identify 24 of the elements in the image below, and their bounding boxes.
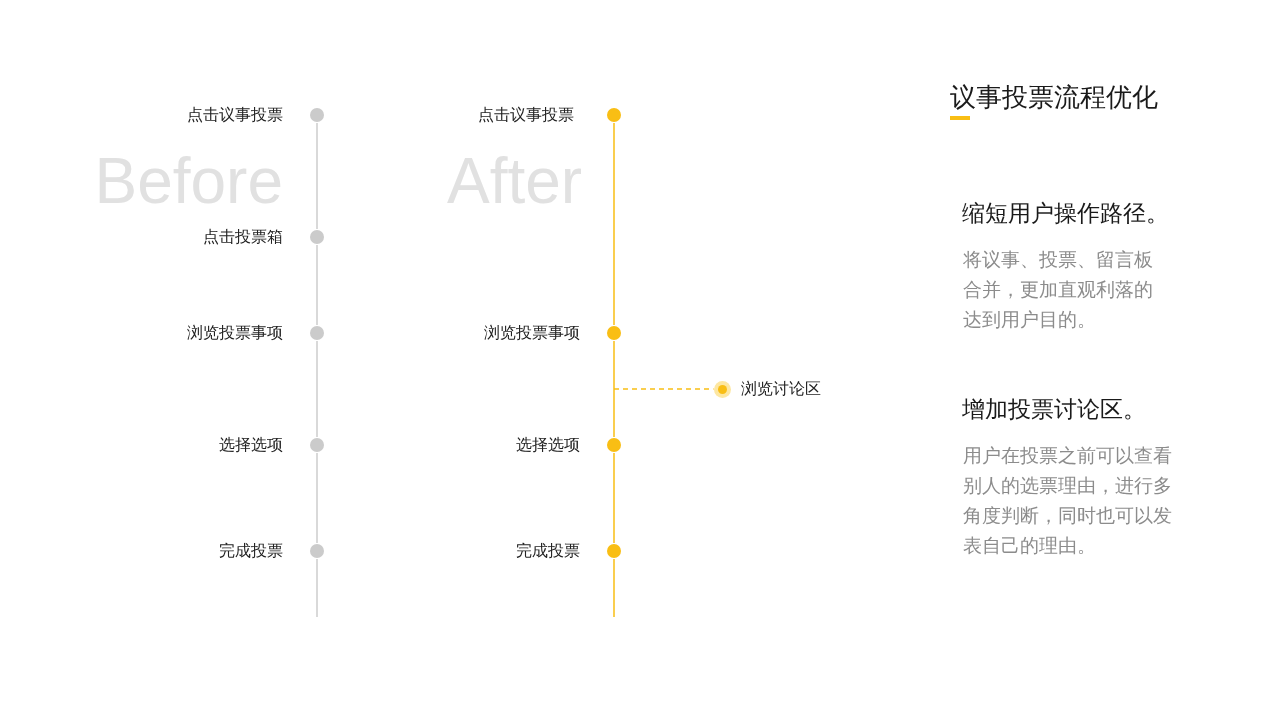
step-label: 浏览讨论区 (740, 381, 821, 397)
timeline-line (316, 558, 318, 618)
point-description: 将议事、投票、留言板合并，更加直观利落的达到用户目的。 (963, 248, 1154, 332)
timeline-line (613, 122, 615, 326)
point-description: 用户在投票之前可以查看别人的选票理由，进行多角度判断，同时也可以发表自己的理由。 (963, 444, 1173, 558)
point-heading: 增加投票讨论区。 (962, 395, 1146, 424)
step-label: 选择选项 (219, 437, 283, 453)
step-label: 完成投票 (219, 543, 283, 559)
step-label: 点击投票箱 (203, 229, 283, 245)
timeline-line (316, 122, 318, 230)
timeline-line (316, 452, 318, 544)
step-label: 浏览投票事项 (484, 325, 580, 341)
timeline-line (316, 244, 318, 326)
timeline-line (613, 452, 615, 544)
point-heading: 缩短用户操作路径。 (962, 199, 1169, 228)
title: 议事投票流程优化 (950, 81, 1158, 113)
step-label: 完成投票 (516, 543, 580, 559)
timeline-line (613, 340, 615, 438)
step-label: 点击议事投票 (187, 107, 283, 123)
step-label: 浏览投票事项 (187, 325, 283, 341)
timeline-line (316, 340, 318, 438)
step-label: 点击议事投票 (478, 107, 574, 123)
step-label: 选择选项 (516, 437, 580, 453)
timeline-line (613, 558, 615, 618)
